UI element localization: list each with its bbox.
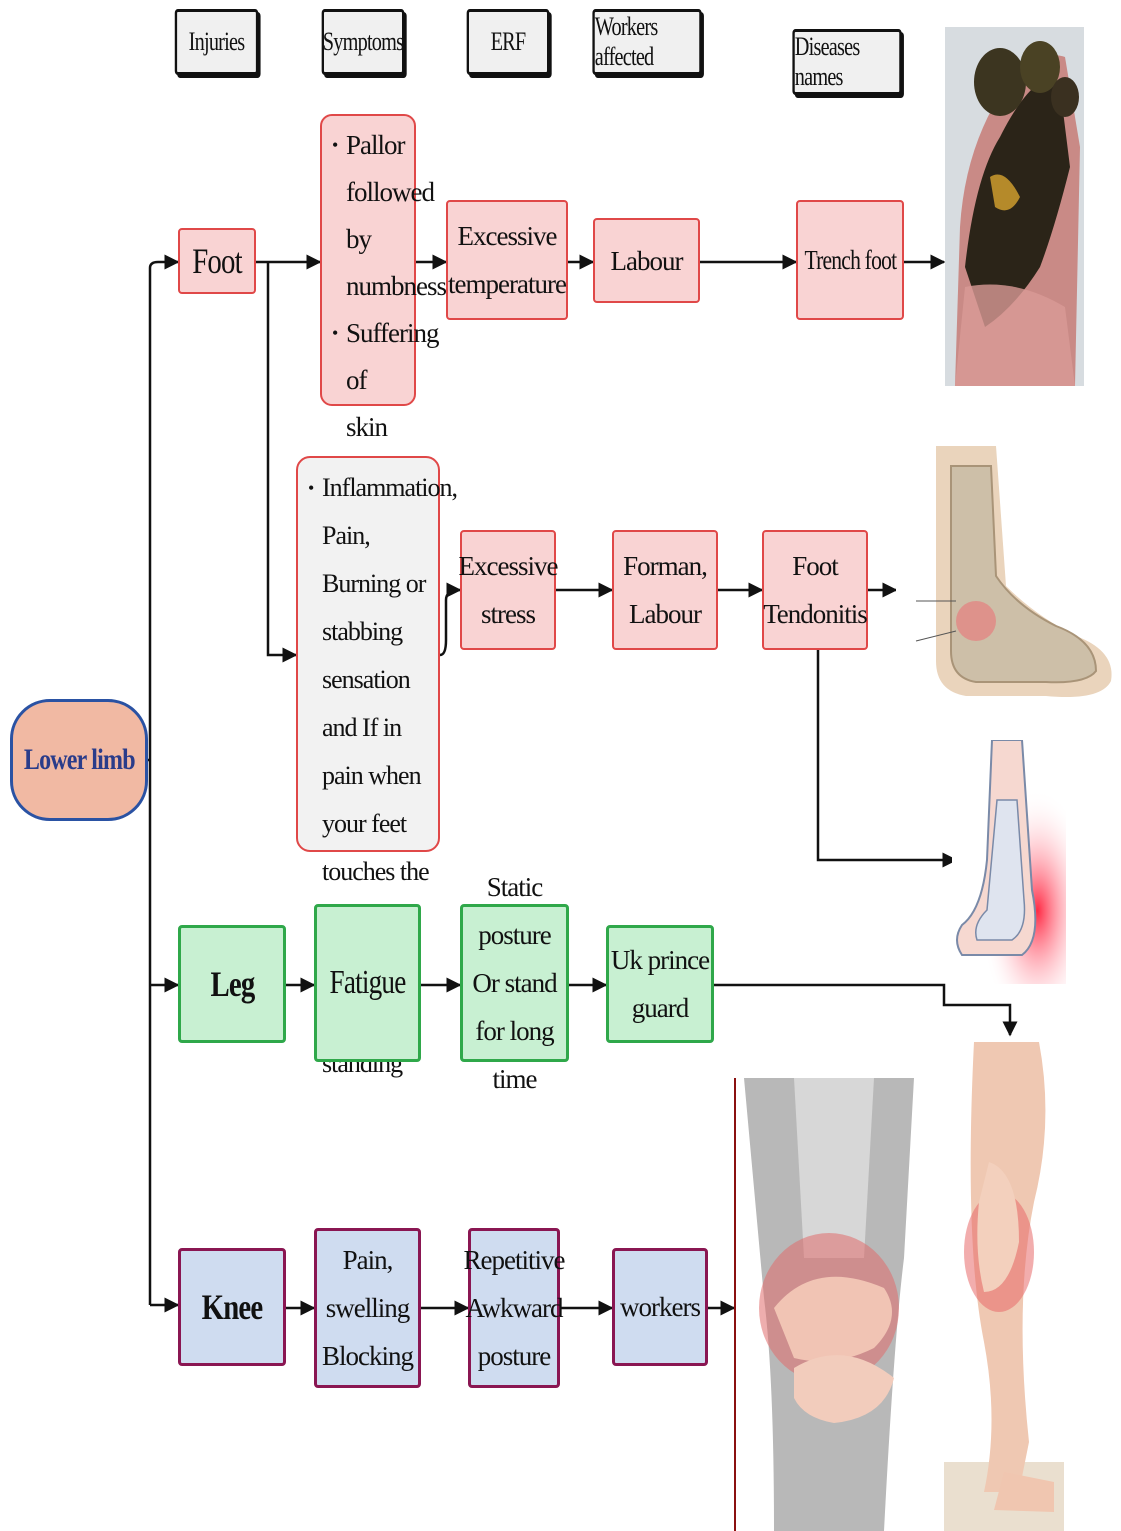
- calf-pain-photo: [944, 1042, 1064, 1531]
- foot-row1-workers: Labour: [593, 218, 700, 303]
- knee-workers-label: workers: [620, 1283, 700, 1331]
- foot-anatomy-illustration: [896, 446, 1121, 732]
- foot-row1-disease: Trench foot: [796, 200, 904, 320]
- knee-erf-label: Repetitive Awkward posture: [464, 1236, 565, 1380]
- foot-row1-symptom-2: Suffering of skin: [336, 310, 408, 451]
- injury-foot-label: Foot: [192, 237, 242, 285]
- root-label: Lower limb: [24, 736, 135, 784]
- foot-row2-disease: Foot Tendonitis: [762, 530, 868, 650]
- injury-leg: Leg: [178, 925, 286, 1043]
- leg-erf-label: Static posture Or stand for long time: [463, 863, 566, 1103]
- leg-erf: Static posture Or stand for long time: [460, 904, 569, 1062]
- heel-inflammation-illustration: [952, 740, 1066, 984]
- foot-row2-workers-label: Forman, Labour: [614, 542, 716, 638]
- foot-row2-erf-label: Excessive stress: [459, 542, 558, 638]
- injury-knee-label: Knee: [202, 1283, 263, 1331]
- foot-row1-symptoms: Pallor followed by numbness. Suffering o…: [320, 114, 416, 406]
- foot-row2-symptoms: Inflammation, Pain, Burning or stabbing …: [296, 456, 440, 852]
- leg-symptoms: Fatigue: [314, 904, 421, 1062]
- leg-workers: Uk prince guard: [606, 925, 714, 1043]
- trench-foot-photo: [945, 27, 1084, 386]
- leg-workers-label: Uk prince guard: [609, 936, 711, 1032]
- foot-row2-workers: Forman, Labour: [612, 530, 718, 650]
- injury-foot: Foot: [178, 228, 256, 294]
- foot-row1-symptom-1: Pallor followed by numbness.: [336, 122, 408, 310]
- foot-row1-disease-label: Trench foot: [804, 236, 896, 284]
- knee-symptoms: Pain, swelling Blocking: [314, 1228, 421, 1388]
- knee-symptoms-label: Pain, swelling Blocking: [317, 1236, 418, 1380]
- injury-knee: Knee: [178, 1248, 286, 1366]
- foot-row1-erf-label: Excessive temperature: [448, 212, 566, 308]
- root-lower-limb: Lower limb: [10, 699, 148, 821]
- foot-row1-workers-label: Labour: [611, 237, 683, 285]
- injury-leg-label: Leg: [210, 960, 254, 1008]
- foot-row2-erf: Excessive stress: [460, 530, 556, 650]
- leg-symptoms-label: Fatigue: [329, 959, 405, 1007]
- knee-workers: workers: [612, 1248, 708, 1366]
- knee-erf: Repetitive Awkward posture: [468, 1228, 560, 1388]
- foot-row2-disease-label: Foot Tendonitis: [763, 542, 867, 638]
- foot-row1-erf: Excessive temperature: [446, 200, 568, 320]
- knee-pain-photo: [734, 1078, 918, 1531]
